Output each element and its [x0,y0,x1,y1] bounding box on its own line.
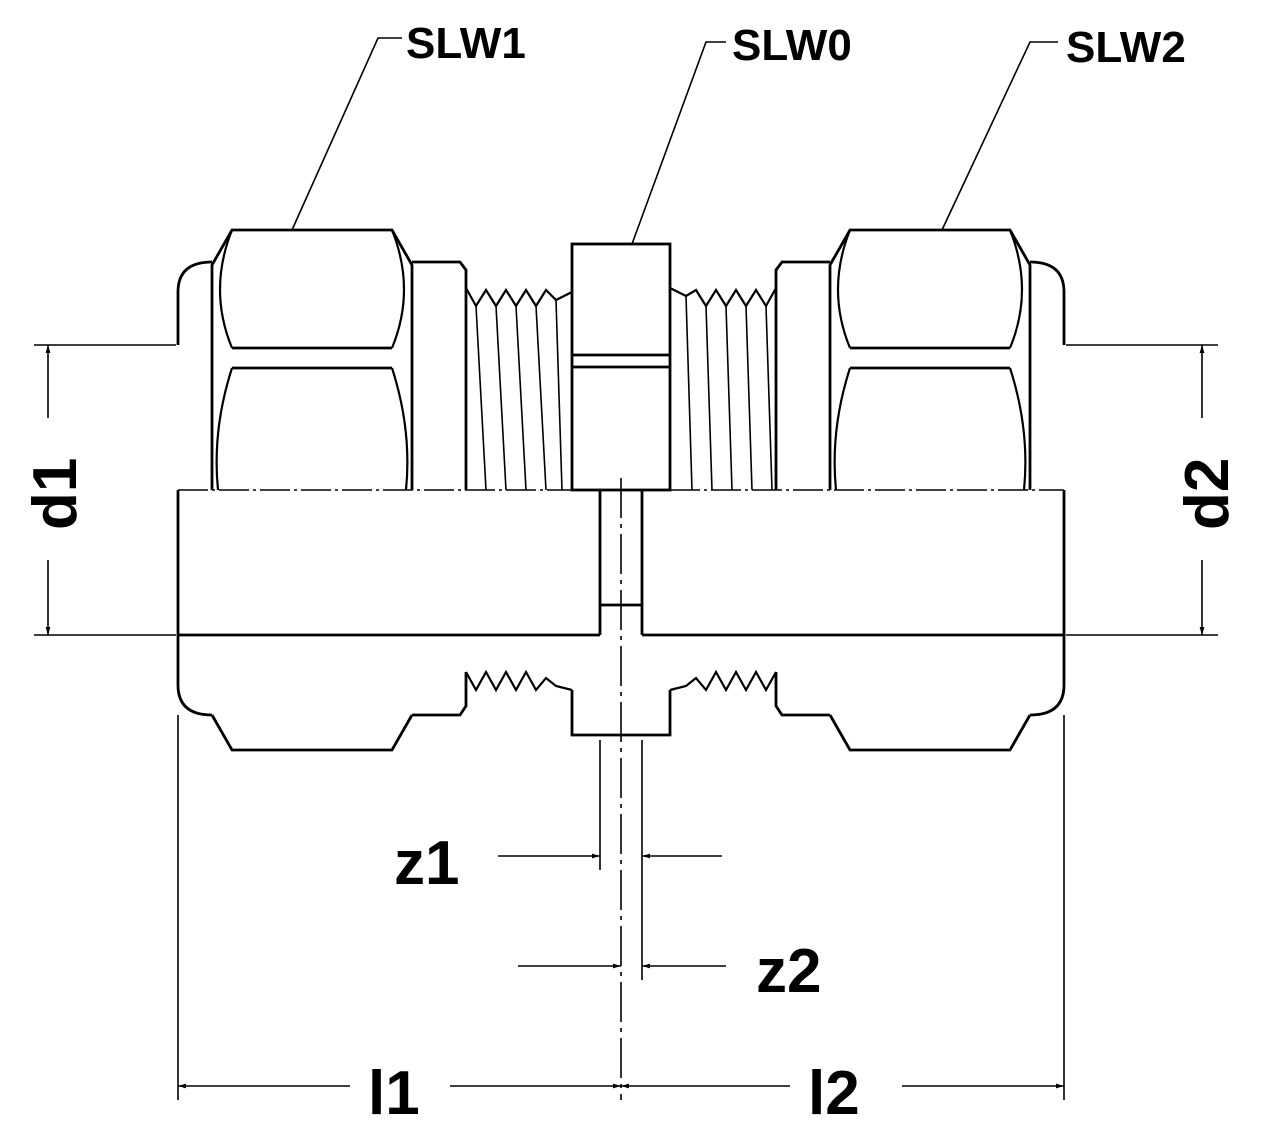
label-l2: l2 [808,1059,860,1126]
left-thread [465,287,573,693]
bore-section [176,478,1066,1100]
dimension-d2 [1066,344,1218,636]
label-d2: d2 [1173,458,1242,530]
label-z2: z2 [756,937,821,1006]
label-slw1: SLW1 [406,19,526,68]
dimension-d1 [34,344,176,636]
label-d1: d1 [21,458,90,530]
label-slw2: SLW2 [1066,23,1186,72]
label-z1: z1 [394,829,459,898]
label-l1: l1 [368,1059,420,1126]
dimension-l1-l2 [177,715,1065,1100]
left-nut [176,228,468,752]
dimension-z2 [518,870,726,980]
leader-lines [291,37,1058,245]
right-thread [669,287,777,693]
label-slw0: SLW0 [732,21,852,70]
right-nut [774,228,1066,752]
dimension-z1 [498,740,722,870]
